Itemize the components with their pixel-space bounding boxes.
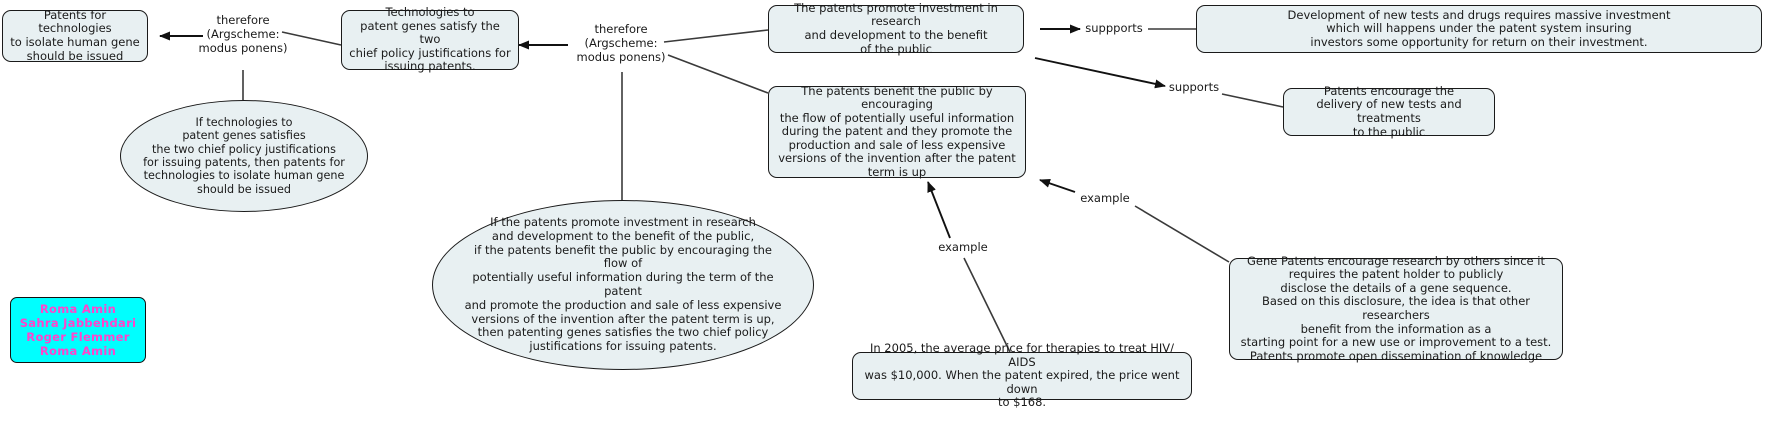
edge-benefit-to-therefore-right — [667, 54, 769, 94]
edge-gene-patents-to-benefit-b — [1134, 205, 1230, 263]
edge-label-supports: supports — [1168, 80, 1220, 94]
edge-label-example-right: example — [1080, 191, 1130, 205]
edge-delivery-to-investment-b — [1221, 93, 1284, 108]
node-evidence-gene-patents[interactable]: Gene Patents encourage research by other… — [1229, 254, 1563, 362]
node-conditional-patents[interactable]: If the patents promote investment in res… — [432, 200, 814, 370]
node-conditional-genes[interactable]: If technologies to patent genes satisfie… — [120, 100, 368, 212]
node-evidence-hiv-price[interactable]: In 2005, the average price for therapies… — [852, 341, 1192, 409]
edge-gene-patents-to-benefit-a — [1039, 178, 1076, 193]
edge-label-example-bottom: example — [938, 240, 988, 254]
edge-hiv-to-benefit-a — [927, 181, 951, 239]
edge-hiv-to-benefit-b — [963, 257, 1011, 353]
node-conclusion[interactable]: Patents for technologies to isolate huma… — [2, 8, 148, 62]
edge-label-suppports: suppports — [1085, 21, 1143, 35]
authors-highlight-box[interactable]: Roma Amin Sahra Jabbehdari Roger Flemmer… — [10, 297, 146, 363]
edge-label-therefore-left: therefore (Argscheme: modus ponens) — [198, 13, 288, 55]
node-premise-technologies-satisfy[interactable]: Technologies to patent genes satisfy the… — [341, 5, 519, 73]
node-evidence-development[interactable]: Development of new tests and drugs requi… — [1196, 5, 1762, 53]
node-evidence-delivery[interactable]: Patents encourage the delivery of new te… — [1283, 84, 1495, 138]
edge-delivery-to-investment-a — [1034, 57, 1166, 89]
edge-investment-to-therefore-right — [663, 29, 769, 43]
node-premise-investment[interactable]: The patents promote investment in resear… — [768, 1, 1024, 55]
node-premise-benefit-public[interactable]: The patents benefit the public by encour… — [768, 84, 1026, 179]
edge-label-therefore-right: therefore (Argscheme: modus ponens) — [576, 22, 666, 64]
